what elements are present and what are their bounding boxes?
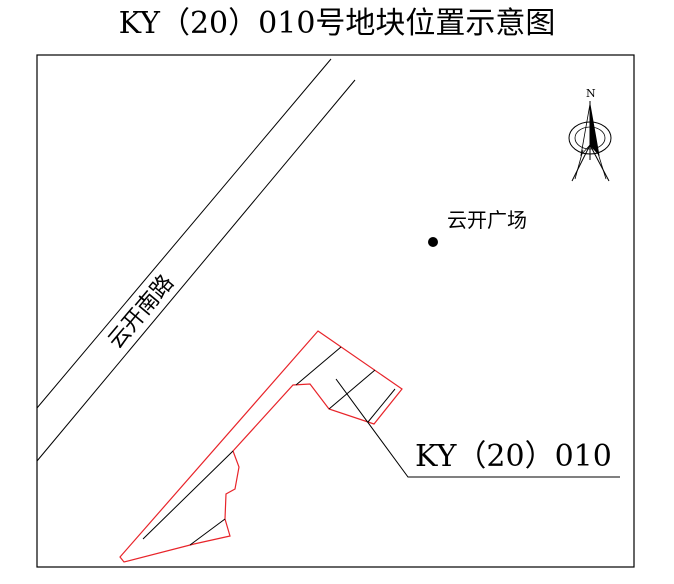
landmark-marker [428,237,438,247]
parcel-leader-line [335,378,620,478]
road-label: 云开南路 [103,270,179,353]
road-edge-upper [36,58,332,409]
road-edge-lower [36,79,356,462]
road-yunkai-south [36,58,356,462]
parcel-label: KY（20）010 [415,439,612,474]
parcel-outline [119,330,403,563]
parcel-boundary [119,330,403,563]
map-frame [36,54,635,568]
north-label: N [586,87,596,100]
north-arrow-icon: N [568,87,612,182]
page-title: KY（20）010号地块位置示意图 [118,6,556,41]
landmark-label: 云开广场 [447,208,527,232]
parcel-subdivisions [142,346,396,546]
